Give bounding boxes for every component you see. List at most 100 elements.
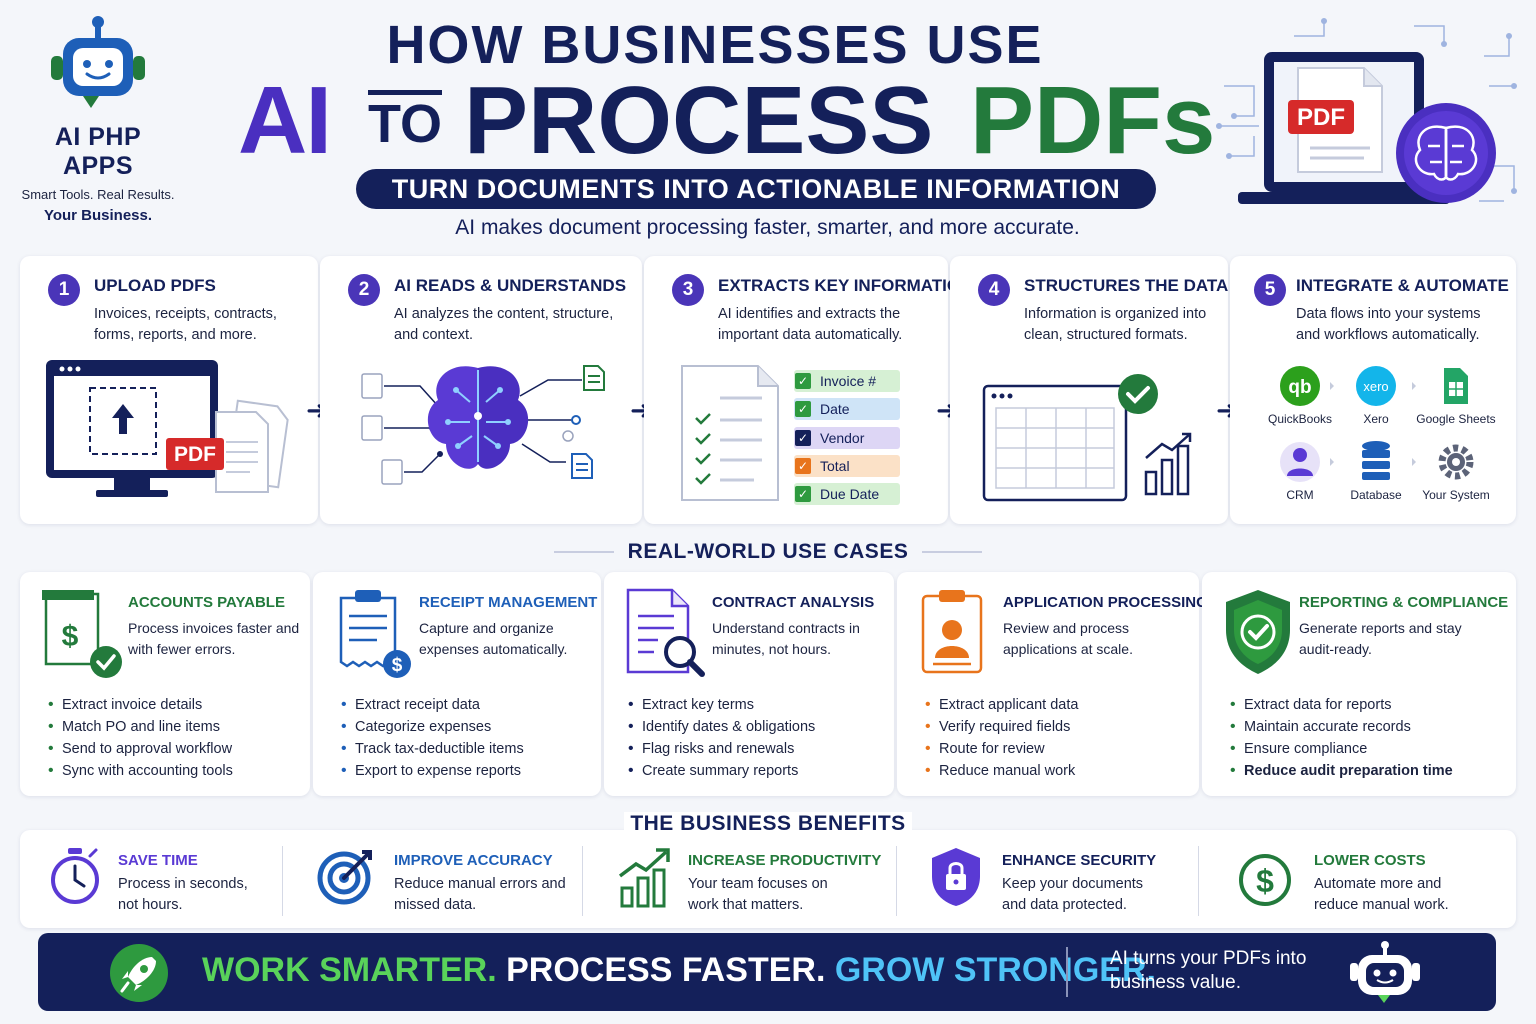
data-table-icon [982, 374, 1192, 502]
upload-pdf-label: PDF [174, 443, 216, 466]
benefit-improve-accuracy: IMPROVE ACCURACY Reduce manual errors an… [316, 844, 586, 920]
system-xero: Xero [1363, 412, 1389, 426]
check-icon: ✓ [795, 458, 811, 474]
step-integrate: 5 INTEGRATE & AUTOMATE Data flows into y… [1230, 256, 1516, 524]
dollar-circle-icon: $ [1239, 854, 1291, 906]
system-database: Database [1350, 488, 1402, 502]
field-total: ✓ Total [794, 455, 900, 477]
quickbooks-logo-text: qb [1288, 377, 1311, 398]
svg-text:$: $ [1256, 863, 1274, 899]
application-clipboard-icon [921, 590, 983, 674]
use-cases-heading: REAL-WORLD USE CASES [0, 540, 1536, 564]
target-icon [317, 850, 372, 905]
title-to: TO [368, 90, 443, 151]
use-case-reporting-compliance: REPORTING & COMPLIANCE Generate reports … [1202, 572, 1516, 796]
system-google-sheets: Google Sheets [1416, 412, 1496, 426]
benefit-lower-costs: $ LOWER COSTS Automate more and reduce m… [1238, 844, 1478, 920]
field-label: Due Date [820, 486, 880, 502]
system-crm: CRM [1286, 488, 1314, 502]
step-title: UPLOAD PDFS [94, 276, 216, 295]
contract-search-icon [626, 588, 705, 677]
crm-icon [1280, 442, 1320, 482]
xero-icon [1356, 366, 1396, 406]
step-number: 4 [978, 274, 1010, 306]
integrations-icons: qb xero [1280, 366, 1474, 482]
list-item: •Flag risks and renewals [628, 740, 795, 757]
use-case-desc: Generate reports and stay audit-ready. [1299, 620, 1462, 657]
brand-tagline-1: Smart Tools. Real Results. [21, 187, 175, 202]
step-title: EXTRACTS KEY INFORMATION [718, 276, 973, 295]
upload-monitor-icon: PDF [46, 360, 289, 497]
step-title: AI READS & UNDERSTANDS [394, 276, 627, 295]
list-item: •Extract key terms [628, 696, 754, 713]
system-quickbooks: QuickBooks [1267, 412, 1333, 426]
step-desc: AI identifies and extracts the important… [718, 306, 903, 343]
benefit-increase-productivity: INCREASE PRODUCTIVITY Your team focuses … [618, 844, 888, 920]
system-your-system: Your System [1422, 488, 1490, 502]
check-icon: ✓ [795, 373, 811, 389]
brand-tagline-2: Your Business. [43, 207, 153, 224]
list-item: •Maintain accurate records [1230, 718, 1411, 735]
field-label: Invoice # [820, 373, 877, 389]
list-item: •Identify dates & obligations [628, 718, 816, 735]
benefits-panel [20, 830, 1516, 928]
footer-banner: WORK SMARTER. PROCESS FASTER. GROW STRON… [38, 933, 1496, 1011]
laptop-ai-hero-icon: PDF [1216, 18, 1517, 204]
step-title: INTEGRATE & AUTOMATE [1296, 276, 1509, 295]
list-item: •Reduce audit preparation time [1230, 762, 1453, 779]
use-case-desc: Understand contracts in minutes, not hou… [712, 620, 860, 657]
list-item: •Send to approval workflow [48, 740, 233, 757]
use-case-title: RECEIPT MANAGEMENT [419, 594, 598, 611]
xero-logo-text: xero [1363, 379, 1388, 394]
step-structures: 4 STRUCTURES THE DATA Information is org… [950, 256, 1228, 524]
benefit-title: SAVE TIME [118, 852, 198, 869]
use-case-list: •Extract key terms •Identify dates & obl… [628, 694, 815, 782]
slogan-grow-stronger: GROW STRONGER. [834, 951, 1156, 989]
step-number: 2 [348, 274, 380, 306]
step-extracts: 3 EXTRACTS KEY INFORMATION AI identifies… [644, 256, 972, 524]
ai-brain-icon [361, 365, 605, 485]
benefits-title: THE BUSINESS BENEFITS [624, 812, 912, 835]
list-item: •Export to expense reports [341, 762, 522, 779]
list-item: •Route for review [925, 740, 1045, 757]
benefit-desc: Your team focuses on work that matters. [688, 876, 828, 913]
step-desc: Information is organized into clean, str… [1024, 306, 1207, 343]
headline-banner: TURN DOCUMENTS INTO ACTIONABLE INFORMATI… [356, 169, 1156, 209]
step-upload: 1 UPLOAD PDFS Invoices, receipts, contra… [20, 256, 318, 524]
field-date: ✓ Date [794, 398, 900, 420]
use-case-list: •Extract data for reports •Maintain accu… [1230, 694, 1453, 782]
stopwatch-icon [51, 848, 99, 904]
growth-chart-icon [618, 848, 670, 908]
gear-icon [1438, 444, 1474, 480]
title-pdfs: PDFs [970, 67, 1216, 174]
step-number: 1 [48, 274, 80, 306]
list-item: •Match PO and line items [48, 718, 220, 735]
main-title: AI TO PROCESS PDFs [232, 66, 1215, 174]
step-title: STRUCTURES THE DATA [1024, 276, 1229, 295]
check-icon: ✓ [795, 430, 811, 446]
benefit-desc: Automate more and reduce manual work. [1314, 876, 1449, 913]
use-case-list: •Extract invoice details •Match PO and l… [48, 694, 233, 782]
subtitle: AI makes document processing faster, sma… [455, 216, 1080, 239]
benefit-title: IMPROVE ACCURACY [394, 852, 553, 869]
use-cases-title: REAL-WORLD USE CASES [627, 540, 909, 563]
list-item: •Verify required fields [925, 718, 1071, 735]
use-case-title: CONTRACT ANALYSIS [712, 594, 875, 611]
use-case-accounts-payable: $ ACCOUNTS PAYABLE Process invoices fast… [20, 572, 310, 796]
step-desc: Data flows into your systems and workflo… [1296, 306, 1481, 343]
list-item: •Track tax-deductible items [341, 740, 524, 757]
field-invoice: ✓ Invoice # [794, 370, 900, 392]
check-icon: ✓ [795, 486, 811, 502]
step-desc: AI analyzes the content, structure, and … [394, 306, 614, 343]
slogan-work-smarter: WORK SMARTER. [202, 951, 497, 989]
use-case-title: REPORTING & COMPLIANCE [1299, 594, 1509, 611]
title-top: HOW BUSINESSES USE [386, 15, 1044, 75]
field-label: Vendor [820, 430, 865, 446]
benefit-desc: Reduce manual errors and missed data. [394, 876, 566, 913]
shield-lock-icon [932, 848, 980, 906]
field-label: Date [820, 401, 850, 417]
list-item: •Reduce manual work [925, 762, 1076, 779]
list-item: •Extract receipt data [341, 696, 480, 713]
benefit-title: INCREASE PRODUCTIVITY [688, 852, 882, 869]
benefit-save-time: SAVE TIME Process in seconds, not hours. [48, 844, 278, 920]
